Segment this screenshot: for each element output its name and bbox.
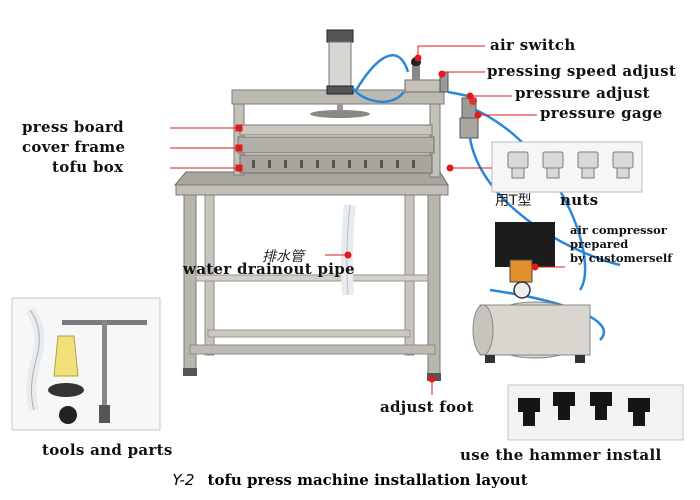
label-nuts-cn: 用T型 (495, 193, 532, 209)
label-drain-cn: 排水管 (262, 249, 304, 265)
table-top (173, 171, 449, 186)
label-tofu-box: tofu box (52, 158, 124, 176)
callouts (170, 45, 565, 395)
mid-rail-side (195, 274, 429, 282)
air-compressor-illustration (472, 222, 591, 363)
air-cylinder (310, 29, 370, 118)
hammer-photo (507, 384, 684, 441)
machine-frame (173, 89, 449, 381)
label-pressure-gage: pressure gage (540, 104, 663, 122)
nuts-photo (491, 141, 643, 193)
label-tools-and-parts: tools and parts (42, 441, 173, 459)
label-air-switch: air switch (490, 36, 576, 54)
label-cover-frame: cover frame (22, 138, 126, 156)
label-adjust-foot: adjust foot (380, 398, 474, 416)
label-pressure-adjust: pressure adjust (515, 84, 650, 102)
lower-rail-back (207, 329, 411, 338)
lower-rail-front (189, 344, 436, 355)
label-nuts: nuts (560, 191, 599, 209)
caption-model: Y-2 (172, 471, 195, 489)
table-apron (175, 184, 449, 196)
label-pressing-speed-adjust: pressing speed adjust (487, 62, 677, 80)
air-hoses (351, 54, 621, 341)
label-use-hammer-install: use the hammer install (460, 446, 662, 464)
tofu-box-shape (239, 154, 433, 174)
label-press-board: press board (22, 118, 124, 136)
cover-frame-shape (237, 136, 435, 154)
caption-title: tofu press machine installation layout (207, 471, 528, 489)
label-water-drainout-pipe: water drainout pipe (183, 260, 355, 278)
valve-assembly (404, 57, 479, 139)
figure-caption: Y-2 tofu press machine installation layo… (0, 470, 700, 489)
press-board-shape (239, 124, 433, 136)
label-air-compressor: air compressor prepared by customerself (570, 223, 673, 265)
tools-photo (11, 297, 161, 431)
foot-left (183, 368, 197, 376)
press-assembly (237, 124, 435, 174)
